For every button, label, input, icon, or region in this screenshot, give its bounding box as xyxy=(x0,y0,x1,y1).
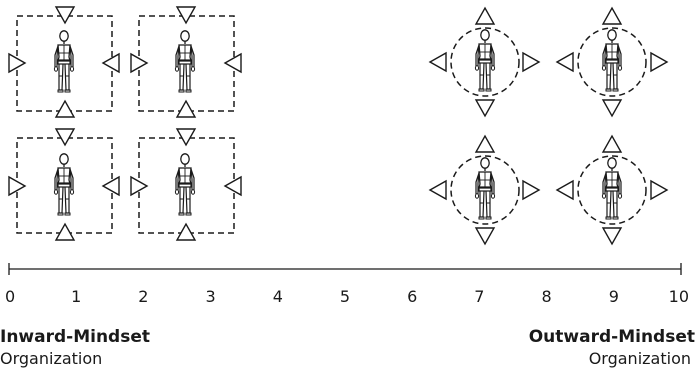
person-figure-icon xyxy=(53,153,75,216)
person-figure-icon xyxy=(601,29,623,92)
dashed-square-boundary xyxy=(16,137,113,234)
outward-unit xyxy=(556,7,668,117)
outward-arrow-icon xyxy=(650,180,668,200)
scale-tick-label: 9 xyxy=(609,287,619,306)
outward-arrow-icon xyxy=(556,52,574,72)
inward-arrow-icon xyxy=(176,100,196,118)
scale-tick-label: 2 xyxy=(138,287,148,306)
inward-arrow-icon xyxy=(55,6,75,24)
inward-arrow-icon xyxy=(224,53,242,73)
outward-arrow-icon xyxy=(602,227,622,245)
person-figure-icon xyxy=(474,157,496,220)
inward-mindset-subtitle: Organization xyxy=(0,349,103,368)
scale-tick-label: 0 xyxy=(5,287,15,306)
inward-unit xyxy=(8,6,120,118)
scale-tick-label: 1 xyxy=(71,287,81,306)
outward-arrow-icon xyxy=(475,7,495,25)
outward-mindset-title: Outward-Mindset xyxy=(528,327,695,347)
outward-unit xyxy=(429,135,540,245)
inward-arrow-icon xyxy=(102,176,120,196)
person-figure-icon xyxy=(174,153,196,216)
inward-arrow-icon xyxy=(55,128,75,146)
person-figure-icon xyxy=(174,30,196,93)
outward-unit xyxy=(429,7,540,117)
dashed-square-boundary xyxy=(138,137,235,234)
inward-unit xyxy=(130,6,242,118)
inward-arrow-icon xyxy=(102,53,120,73)
inward-mindset-title: Inward-Mindset xyxy=(0,327,151,347)
inward-unit xyxy=(130,128,242,241)
inward-arrow-icon xyxy=(55,223,75,241)
person-figure-icon xyxy=(53,30,75,93)
person-figure-icon xyxy=(474,29,496,92)
dashed-circle-boundary xyxy=(577,155,647,225)
scale-tick-label: 4 xyxy=(273,287,283,306)
dashed-circle-boundary xyxy=(450,27,520,97)
mindset-scale: 0 1 2 3 4 5 6 7 8 9 10 xyxy=(5,263,689,306)
outward-arrow-icon xyxy=(429,52,447,72)
inward-arrow-icon xyxy=(176,6,196,24)
inward-arrow-icon xyxy=(224,176,242,196)
inward-arrow-icon xyxy=(130,53,148,73)
inward-arrow-icon xyxy=(8,53,26,73)
outward-arrow-icon xyxy=(522,180,540,200)
outward-mindset-group xyxy=(429,7,668,245)
inward-arrow-icon xyxy=(176,128,196,146)
dashed-circle-boundary xyxy=(450,155,520,225)
outward-arrow-icon xyxy=(556,180,574,200)
outward-arrow-icon xyxy=(522,52,540,72)
inward-arrow-icon xyxy=(176,223,196,241)
inward-arrow-icon xyxy=(55,100,75,118)
dashed-circle-boundary xyxy=(577,27,647,97)
outward-arrow-icon xyxy=(475,227,495,245)
scale-tick-label: 3 xyxy=(206,287,216,306)
outward-arrow-icon xyxy=(602,99,622,117)
outward-arrow-icon xyxy=(475,99,495,117)
outward-arrow-icon xyxy=(602,135,622,153)
outward-arrow-icon xyxy=(602,7,622,25)
scale-tick-label: 7 xyxy=(474,287,484,306)
outward-arrow-icon xyxy=(475,135,495,153)
scale-tick-label: 6 xyxy=(407,287,417,306)
scale-tick-label: 10 xyxy=(669,287,689,306)
outward-mindset-subtitle: Organization xyxy=(588,349,691,368)
inward-mindset-group xyxy=(8,6,242,241)
scale-tick-label: 5 xyxy=(340,287,350,306)
outward-arrow-icon xyxy=(429,180,447,200)
inward-unit xyxy=(8,128,120,241)
outward-arrow-icon xyxy=(650,52,668,72)
person-figure-icon xyxy=(601,157,623,220)
outward-unit xyxy=(556,135,668,245)
scale-tick-label: 8 xyxy=(542,287,552,306)
